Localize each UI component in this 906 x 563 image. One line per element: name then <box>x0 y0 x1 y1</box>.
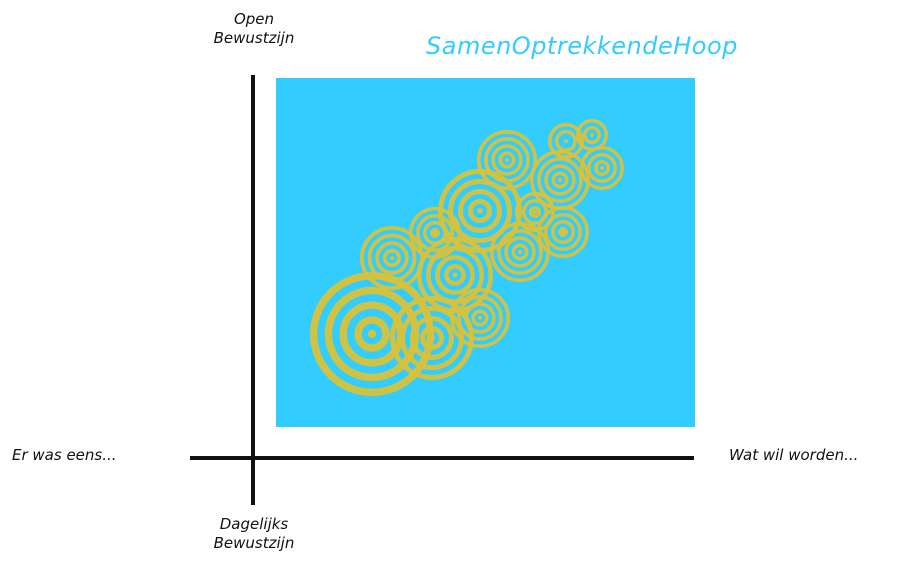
once-upon-a-time-label: Er was eens... <box>12 446 117 465</box>
ring-center <box>368 330 376 338</box>
ring-center <box>590 133 594 137</box>
ring-cluster <box>532 152 588 208</box>
diagram-title: SamenOptrekkendeHoop <box>426 32 738 60</box>
ring-center <box>429 335 435 341</box>
ring-center <box>533 210 537 214</box>
bottom-label-line-1: Dagelijks <box>196 515 312 534</box>
ring-center <box>518 250 522 254</box>
ring-cluster <box>362 228 422 288</box>
bottom-label-line-2: Bewustzijn <box>196 534 312 553</box>
ring-center <box>478 316 482 320</box>
top-label-line-2: Bewustzijn <box>196 29 312 48</box>
ring-center <box>558 178 562 182</box>
open-consciousness-label: Open Bewustzijn <box>196 10 312 48</box>
ring-center <box>433 231 437 235</box>
what-wants-to-become-label: Wat wil worden... <box>729 446 858 465</box>
ring-center <box>600 166 604 170</box>
ring-cluster <box>441 172 520 251</box>
ring-center <box>564 139 568 143</box>
ring-cluster <box>539 208 588 257</box>
ring-center <box>505 158 509 162</box>
ring-center <box>561 230 565 234</box>
ring-cluster <box>582 148 623 189</box>
ring-center <box>390 256 394 260</box>
ring-cluster <box>479 132 535 188</box>
ring-center <box>477 208 483 214</box>
daily-consciousness-label: Dagelijks Bewustzijn <box>196 515 312 553</box>
top-label-line-1: Open <box>196 10 312 29</box>
ring-center <box>452 272 457 277</box>
